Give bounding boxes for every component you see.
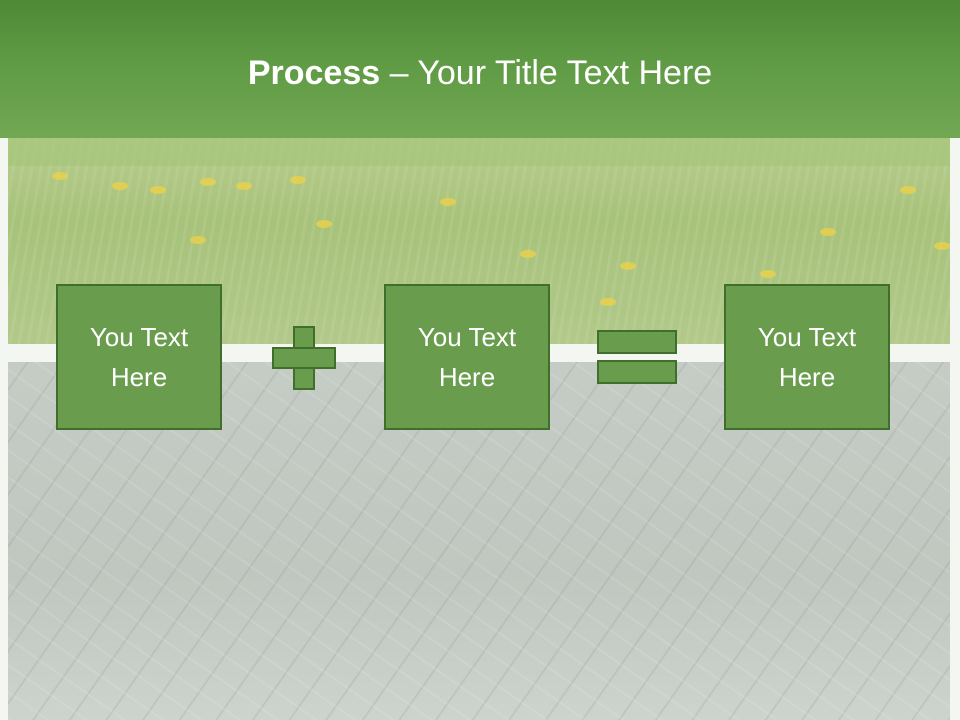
process-step-2-text: You Text Here <box>397 317 537 397</box>
slide-title-bold: Process <box>247 54 381 92</box>
meadow-overlay-band <box>0 138 960 166</box>
dandelion-decoration <box>290 176 306 184</box>
process-step-1-box[interactable]: You Text Here <box>56 284 222 430</box>
title-header-band: Process – Your Title Text Here <box>0 0 960 138</box>
right-margin <box>950 138 960 720</box>
dandelion-decoration <box>52 172 68 180</box>
dandelion-decoration <box>112 182 128 190</box>
process-result-box[interactable]: You Text Here <box>724 284 890 430</box>
dandelion-decoration <box>236 182 252 190</box>
dandelion-decoration <box>620 262 636 270</box>
process-result-line-2: Here <box>778 362 836 392</box>
dandelion-decoration <box>200 178 216 186</box>
process-step-1-line-2: Here <box>110 362 168 392</box>
process-result-line-1: You Text <box>757 322 857 352</box>
slide-title[interactable]: Process – Your Title Text Here <box>0 54 960 93</box>
dandelion-decoration <box>934 242 950 250</box>
process-step-2-line-1: You Text <box>417 322 517 352</box>
plus-icon-center <box>295 349 313 367</box>
process-step-1-line-1: You Text <box>89 322 189 352</box>
dandelion-decoration <box>190 236 206 244</box>
process-result-text: You Text Here <box>737 317 877 397</box>
process-step-2-box[interactable]: You Text Here <box>384 284 550 430</box>
dandelion-decoration <box>600 298 616 306</box>
dandelion-decoration <box>520 250 536 258</box>
equals-icon-bottom-bar[interactable] <box>597 360 677 384</box>
dandelion-decoration <box>760 270 776 278</box>
equals-icon-top-bar[interactable] <box>597 330 677 354</box>
plus-icon[interactable] <box>272 326 336 390</box>
dandelion-decoration <box>900 186 916 194</box>
process-step-2-line-2: Here <box>438 362 496 392</box>
dandelion-decoration <box>820 228 836 236</box>
left-margin <box>0 138 8 720</box>
slide-title-rest: – Your Title Text Here <box>380 54 713 92</box>
process-step-1-text: You Text Here <box>69 317 209 397</box>
dandelion-decoration <box>316 220 332 228</box>
dandelion-decoration <box>440 198 456 206</box>
dandelion-decoration <box>150 186 166 194</box>
